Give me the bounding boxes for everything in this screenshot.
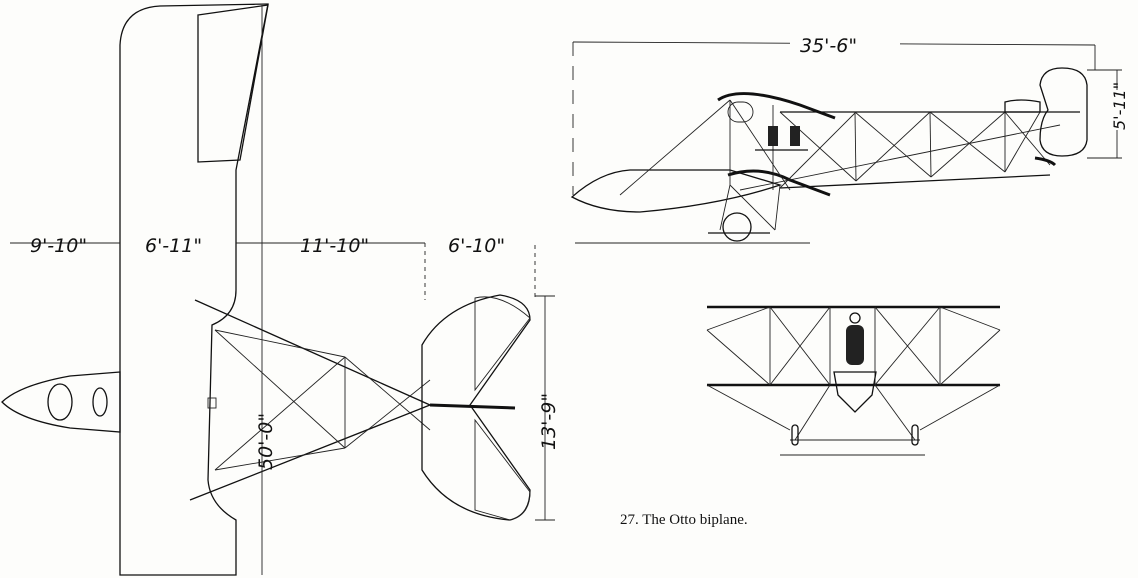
drawing-stroke — [706, 306, 771, 331]
drawing-stroke — [779, 174, 1051, 189]
dim-tail-span: 13'-9" — [538, 393, 560, 450]
fuselage-truss — [619, 99, 1061, 231]
drawing-stroke — [854, 111, 932, 178]
wheel-icon — [722, 212, 752, 242]
radiator-icon — [92, 387, 108, 417]
drawing-stroke — [1004, 99, 1041, 113]
drawing-stroke — [1004, 111, 1051, 166]
dim-nose: 9'-10" — [30, 235, 87, 257]
dim-boom: 11'-10" — [300, 235, 369, 257]
seat-icon — [207, 397, 217, 409]
drawing-stroke — [214, 447, 346, 471]
drawing-stroke — [919, 384, 1001, 431]
label-box — [140, 232, 208, 260]
drawing-stroke — [874, 384, 916, 441]
drawing-stroke — [855, 111, 931, 182]
side-view: 35'-6" 5'-11" — [570, 30, 1129, 244]
drawing-stroke — [769, 306, 831, 386]
drawing-stroke — [214, 329, 346, 449]
drawing-stroke — [1108, 90, 1128, 130]
engine-cylinder-icon — [768, 126, 778, 146]
propeller-hub-icon — [849, 312, 861, 324]
dim-span: 50'-0" — [255, 413, 277, 470]
dim-length: 35'-6" — [800, 35, 857, 57]
elevator-top — [474, 296, 531, 392]
tailplane — [421, 294, 531, 521]
drawing-stroke — [874, 306, 941, 386]
drawing-stroke — [214, 356, 346, 471]
drawing-stroke — [214, 329, 346, 358]
drawing-stroke — [854, 111, 857, 182]
drawing-stroke — [929, 111, 1006, 173]
drawing-stroke — [429, 403, 516, 410]
plan-view: 9'-10" 6'-11" 11'-10" 6'-10" 50'-0" 13'-… — [1, 3, 560, 576]
engine-icon — [47, 383, 73, 421]
drawing-stroke — [344, 356, 431, 431]
drawing-stroke — [790, 30, 900, 54]
drawing-stroke — [189, 404, 431, 501]
drawing-stroke — [939, 329, 1001, 386]
drawing-stroke — [706, 329, 771, 386]
drawing-stroke — [939, 306, 1001, 331]
drawing-stroke — [706, 306, 1001, 456]
upper-wing-profile — [717, 92, 836, 120]
drawing-stroke — [739, 124, 1061, 191]
figure-caption: 27. The Otto biplane. — [620, 512, 748, 528]
front-view — [706, 305, 1001, 456]
drawing-stroke — [1034, 156, 1057, 167]
drawing-stroke — [794, 384, 831, 441]
main-wing — [119, 3, 269, 576]
drawing-stroke — [706, 384, 791, 431]
nacelle-front — [833, 371, 877, 413]
drawing-stroke — [779, 111, 857, 182]
wheel-icon — [791, 424, 799, 446]
drawing-stroke — [194, 299, 431, 406]
elevator-bottom — [474, 418, 531, 521]
drawing-stroke — [719, 184, 731, 231]
drawing-stroke — [1004, 111, 1041, 173]
drawing-stroke — [779, 111, 857, 189]
aileron — [197, 4, 269, 163]
drawing-stroke — [729, 99, 791, 191]
dim-tail-chord: 6'-10" — [448, 235, 505, 257]
drawing-stroke — [619, 99, 731, 196]
nacelle — [570, 169, 783, 213]
rudder — [1039, 67, 1088, 157]
drawing-stroke — [929, 111, 932, 178]
drawing-stroke — [774, 184, 781, 231]
fuselage-nose — [1, 371, 121, 433]
drawing-stroke — [344, 379, 431, 449]
wheel-icon — [911, 424, 919, 446]
dim-rudder-height: 5'-11" — [1110, 82, 1129, 130]
drawing-stroke — [729, 184, 776, 231]
drawing-stroke — [930, 111, 1006, 178]
engine-icon — [846, 325, 864, 365]
dim-chord: 6'-11" — [145, 235, 202, 257]
engine-cylinder-icon — [790, 126, 800, 146]
radiator-icon — [727, 101, 754, 123]
tail-booms — [189, 299, 516, 501]
